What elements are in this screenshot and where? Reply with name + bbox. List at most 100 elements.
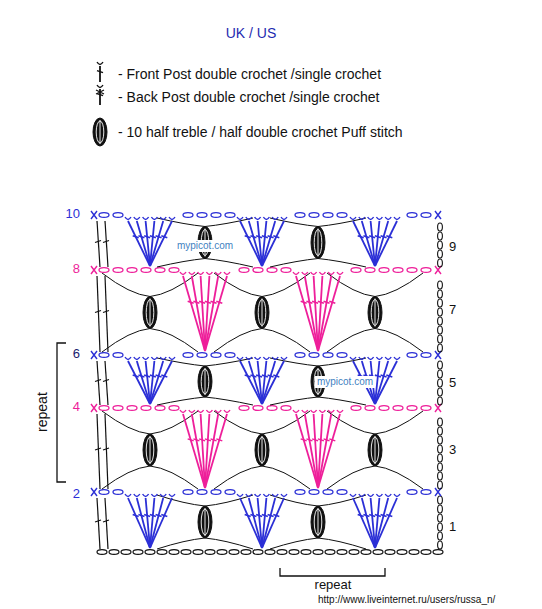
post-stitch [128,361,150,404]
row-number: 9 [449,240,456,255]
post-stitch [362,221,375,266]
foundation-chain [229,550,239,555]
chain-stitch [211,353,221,358]
post-crossbar [250,375,256,377]
post-crossbar [301,301,307,303]
foundation-chain [205,550,215,555]
post-stitch [201,276,205,351]
post-crossbar [211,301,217,303]
turning-chain [438,232,443,240]
post-hook [151,494,157,497]
chain-stitch [239,268,249,273]
post-stitch [128,221,150,266]
post-crossbar [245,515,251,517]
post-hook [215,272,221,275]
repeat-label: repeat [34,392,50,432]
post-hook [319,410,325,413]
post-crossbar [306,301,312,303]
post-stitch [240,221,262,266]
post-hook [385,357,391,360]
chain-arc [102,466,198,489]
post-stitch [146,498,150,548]
header-text: UK / US [226,25,277,41]
post-stitch [258,361,262,404]
post-stitch [305,414,318,488]
post-hook [180,272,186,275]
single-crochet [91,404,97,412]
post-stitch [128,498,150,548]
chain-arc [157,259,253,268]
post-crossbar [133,236,139,238]
chain-stitch [253,268,263,273]
post-stitch [99,66,101,82]
post-crossbar [97,94,103,96]
turning-chain [438,335,443,343]
post-stitch [249,221,262,266]
puff-stripe [100,120,101,144]
post-hook [394,494,400,497]
puff-stitch [143,297,157,329]
post-crossbar [97,71,103,73]
chain-arc [157,538,253,549]
row-number: 6 [73,347,80,362]
chain-stitch [379,406,389,411]
post-crossbar [150,515,156,517]
post-crossbar [256,236,262,238]
post-hook [263,217,269,220]
chain-stitch [113,213,123,218]
post-hook [376,494,382,497]
puff-stitch [311,506,325,538]
post-crossbar [199,439,205,441]
chain-stitch [267,406,277,411]
chain-stitch [351,406,361,411]
post-hook [160,357,166,360]
post-hook [151,357,157,360]
foundation-chain [145,550,155,555]
edge-crossbar [103,520,109,522]
post-stitch [371,498,375,548]
post-hook [237,217,243,220]
puff-stitch [143,434,157,466]
foundation-chain [373,550,383,555]
post-hook [160,494,166,497]
post-hook [263,494,269,497]
post-hook [169,494,175,497]
foundation-chain [397,550,407,555]
chain-stitch [407,268,417,273]
edge-crossbar [103,448,109,450]
turning-chain [438,454,443,462]
post-hook [337,272,343,275]
post-crossbar [133,515,139,517]
post-crossbar [324,439,330,441]
row-number: 2 [73,487,80,502]
post-hook [272,357,278,360]
post-hook [337,410,343,413]
post-hook [281,357,287,360]
post-hook [359,357,365,360]
foundation-chain [265,550,275,555]
post-crossbar [381,236,387,238]
post-hook [206,272,212,275]
turning-chain [438,388,443,396]
foundation-chain [433,550,443,555]
chain-stitch [407,353,417,358]
turning-chain [438,259,443,267]
chain-arc [327,466,423,489]
post-crossbar [306,439,312,441]
puff-stripe [314,509,322,535]
puff-stripe [371,300,379,326]
chain-stitch [99,406,109,411]
post-crossbar [375,236,381,238]
post-hook [189,272,195,275]
post-crossbar [156,375,162,377]
edge-crossbar [95,520,101,522]
post-crossbar [199,301,205,303]
foundation-chain [181,550,191,555]
post-hook [302,272,308,275]
post-stitch [205,414,227,488]
chain-arc [270,259,366,268]
chain-arc [270,538,366,549]
chain-stitch [127,406,137,411]
post-stitch [205,276,227,351]
puff-stitch [198,506,212,538]
